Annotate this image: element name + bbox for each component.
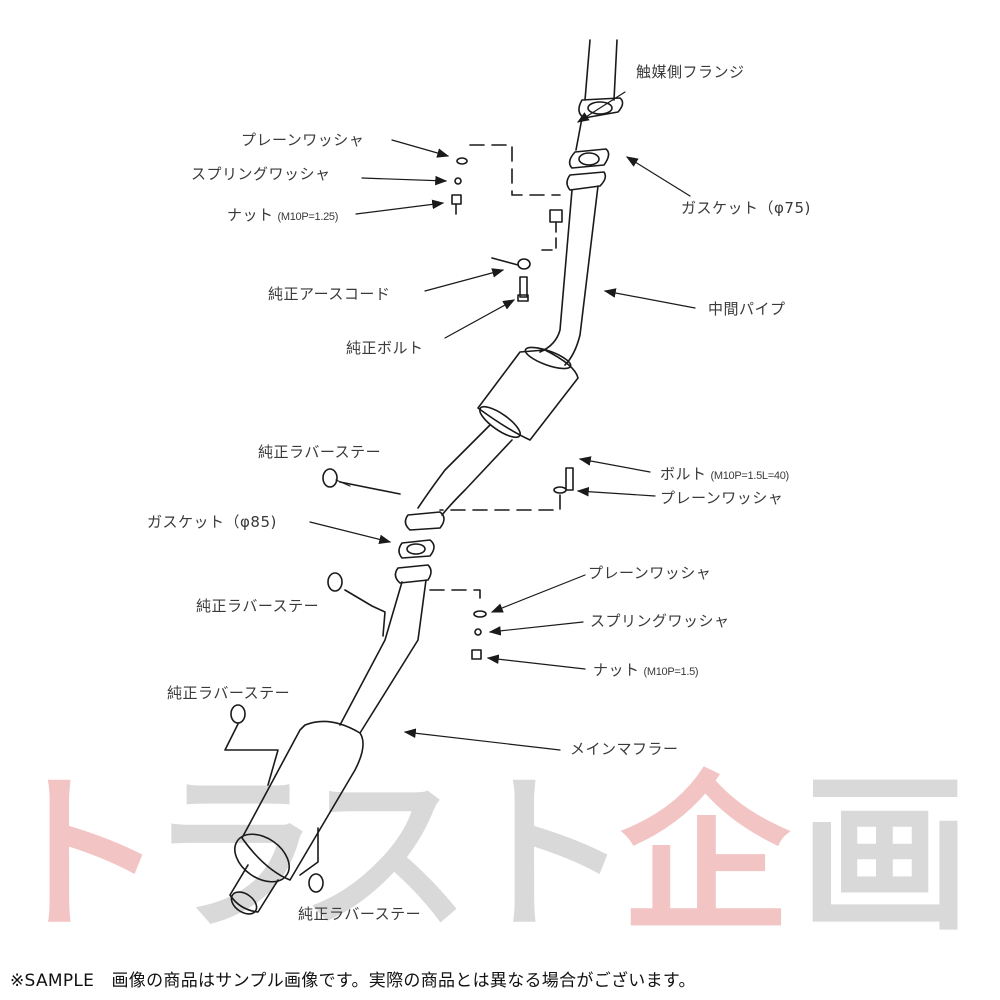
label-nut: ナット(M10P=1.5)	[593, 661, 699, 681]
gasket-85-icon	[398, 539, 435, 559]
label-earth-cord: 純正アースコード	[268, 285, 391, 303]
label-oem-bolt: 純正ボルト	[346, 339, 424, 357]
label-rubber-stay: 純正ラバーステー	[258, 443, 382, 461]
label-spring-washer: スプリングワッシャ	[191, 165, 331, 183]
label-spring-washer: スプリングワッシャ	[590, 612, 730, 630]
label-gasket-85: ガスケット（φ85)	[147, 513, 277, 531]
gasket-75-icon	[568, 148, 610, 169]
leader-arrows	[309, 91, 696, 751]
label-plain-washer: プレーンワッシャ	[660, 489, 784, 507]
label-nut-text: ナット	[593, 661, 640, 679]
mid-pipe-icon	[404, 171, 607, 531]
label-mid-pipe: 中間パイプ	[708, 300, 786, 318]
label-rubber-stay: 純正ラバーステー	[196, 597, 320, 615]
watermark-char: 画	[800, 755, 971, 955]
label-rubber-stay: 純正ラバーステー	[298, 905, 422, 923]
label-main-muffler: メインマフラー	[570, 740, 679, 758]
label-plain-washer: プレーンワッシャ	[241, 131, 365, 149]
label-nut: ナット(M10P=1.25)	[227, 206, 338, 226]
label-rubber-stay: 純正ラバーステー	[167, 684, 291, 702]
fastener-icons	[429, 144, 574, 660]
main-muffler-icon	[229, 564, 432, 915]
label-nut-text: ナット	[227, 206, 274, 224]
label-nut-spec: (M10P=1.25)	[277, 211, 339, 223]
label-bolt-spec: (M10P=1.5L=40)	[710, 470, 790, 482]
label-catalyst-flange: 触媒側フランジ	[636, 63, 745, 81]
watermark-char: ト	[0, 755, 166, 955]
label-bolt-text: ボルト	[660, 465, 707, 483]
sample-notice: ※SAMPLE 画像の商品はサンプル画像です。実際の商品とは異なる場合がございま…	[10, 971, 696, 991]
label-gasket-75: ガスケット（φ75)	[681, 199, 811, 217]
label-bolt: ボルト(M10P=1.5L=40)	[660, 465, 789, 485]
watermark-char: 企	[620, 755, 791, 955]
watermark-char: ス	[300, 755, 471, 955]
watermark-char: ト	[460, 755, 631, 955]
catalyst-flange-icon	[575, 39, 624, 151]
label-plain-washer: プレーンワッシャ	[588, 564, 712, 582]
label-nut-spec: (M10P=1.5)	[643, 666, 699, 678]
rubber-stay-icons	[224, 468, 401, 893]
